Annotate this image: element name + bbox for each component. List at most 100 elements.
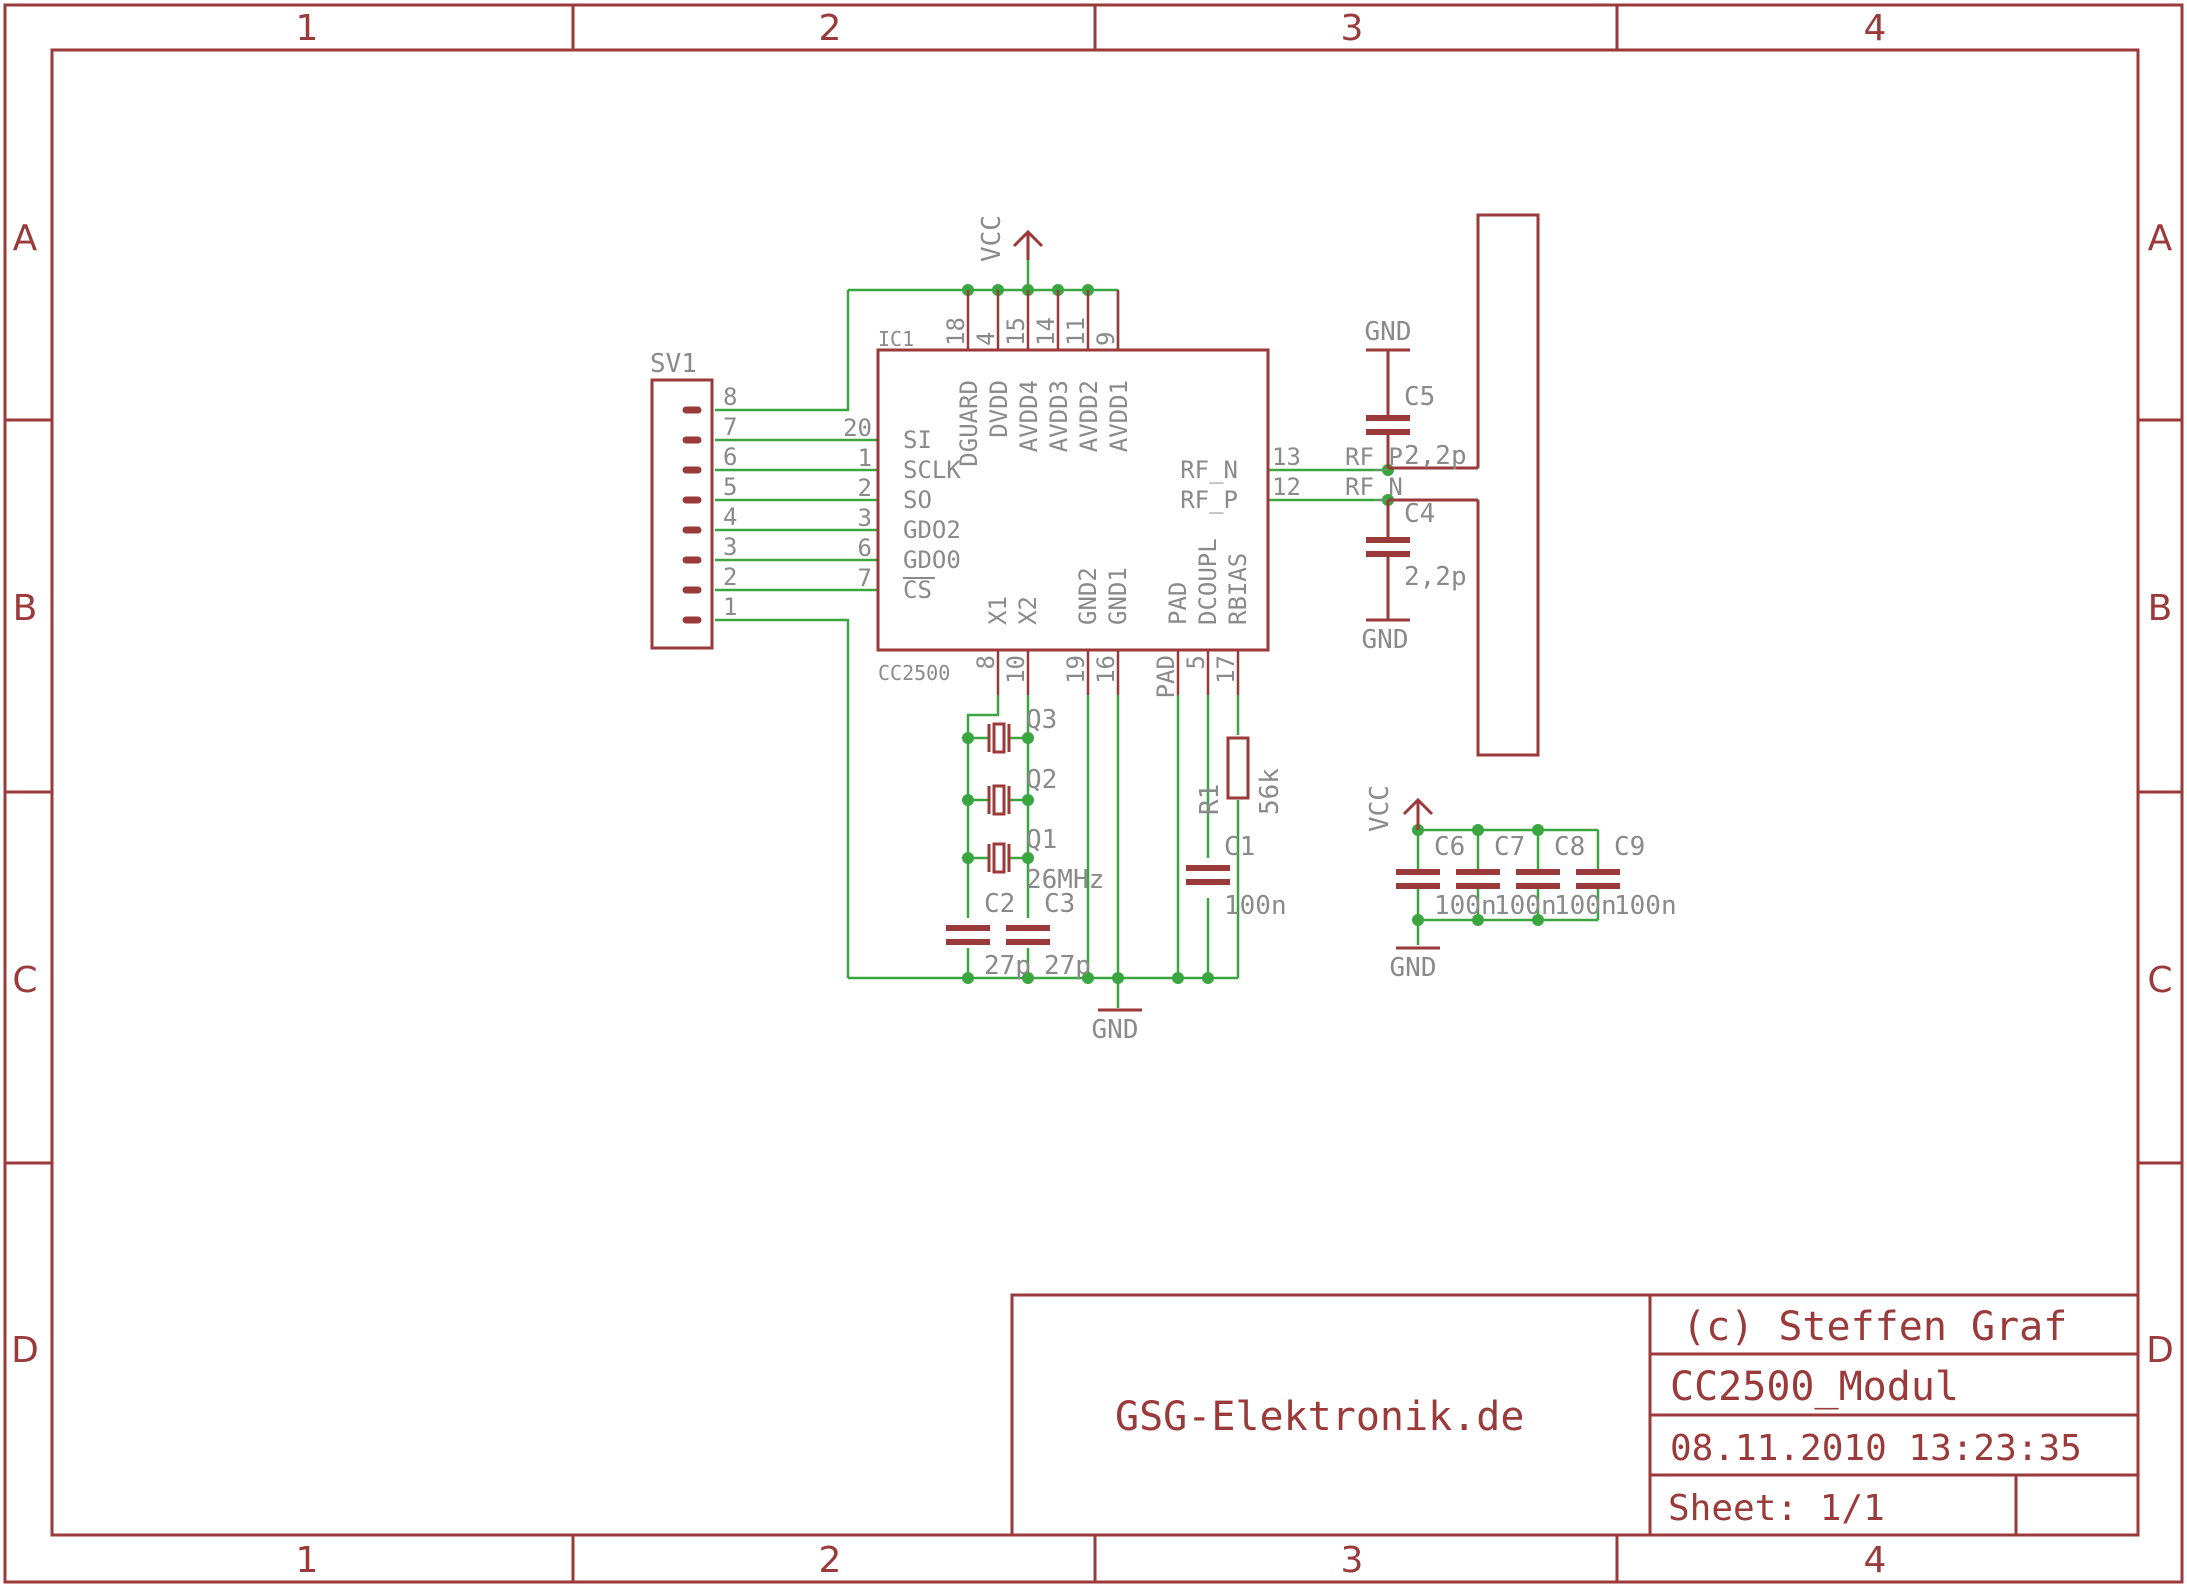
c8-ref: C8 [1554, 832, 1585, 862]
ic1-pin-name: SO [903, 486, 932, 514]
crystal-q2: Q2 [987, 765, 1057, 816]
copyright-text: (c) Steffen Graf [1682, 1304, 2067, 1350]
capacitor-c6: C6 100n [1396, 832, 1497, 921]
capacitor-c1: C1 100n [1186, 832, 1287, 921]
c9-ref: C9 [1614, 832, 1645, 862]
ic1-pin-name: AVDD1 [1105, 380, 1133, 452]
col-label-top-3: 3 [1341, 8, 1364, 49]
ic1-pin-name: AVDD2 [1075, 380, 1103, 452]
sv1-pin-num: 6 [723, 443, 737, 471]
capacitor-c2: C2 27p [946, 889, 1031, 981]
capacitor-c8: C8 100n [1516, 832, 1617, 921]
capacitor-c5: C5 2,2p [1366, 350, 1467, 471]
sv1-ref: SV1 [650, 349, 697, 379]
ic1-pin-num: 3 [858, 504, 872, 532]
c1-ref: C1 [1224, 832, 1255, 862]
ic1-pin-num: 7 [858, 564, 872, 592]
c2-ref: C2 [984, 889, 1015, 919]
ic1-pin-name: X1 [984, 596, 1012, 625]
gnd-label-main: GND [1092, 1015, 1139, 1045]
vcc-symbol-decoupling: VCC [1365, 785, 1434, 832]
r1-ref: R1 [1195, 784, 1225, 815]
project-title: CC2500_Modul [1670, 1364, 1959, 1410]
q1-ref: Q1 [1026, 825, 1057, 855]
gnd-label-c4: GND [1362, 625, 1409, 655]
sv1-pin-num: 5 [723, 473, 737, 501]
col-label-bottom-4: 4 [1864, 1540, 1887, 1581]
ic1-pin-num: 9 [1092, 332, 1120, 346]
c7-value: 100n [1494, 891, 1557, 921]
vcc-symbol-ic: VCC [977, 215, 1044, 262]
gnd-symbol-decoupling: GND [1390, 946, 1440, 983]
c9-value: 100n [1614, 891, 1677, 921]
ic1-pin-name: DGUARD [955, 380, 983, 467]
title-block: GSG-Elektronik.de (c) Steffen Graf CC250… [1010, 1293, 2140, 1537]
c6-ref: C6 [1434, 832, 1465, 862]
row-label-left-b: B [13, 588, 38, 629]
capacitor-c9: C9 100n [1576, 832, 1677, 921]
row-label-right-c: C [2147, 960, 2172, 1001]
date-time: 08.11.2010 13:23:35 [1670, 1428, 2082, 1469]
ic1-pin-name: GDO0 [903, 546, 961, 574]
row-label-left-c: C [12, 960, 37, 1001]
ic1-pin-num: 4 [972, 332, 1000, 346]
ic1-pin-name: RF_N [1180, 456, 1238, 484]
ic1-pin-num: 5 [1182, 655, 1210, 669]
ic1-pin-name: RF_P [1180, 486, 1238, 514]
sv1-pin-num: 7 [723, 413, 737, 441]
col-label-top-1: 1 [296, 8, 319, 49]
q2-ref: Q2 [1026, 765, 1057, 795]
sheet-number: Sheet: 1/1 [1668, 1488, 1885, 1529]
ic1-pin-num: 17 [1212, 655, 1240, 684]
antenna [1388, 213, 1540, 757]
junctions [962, 284, 1544, 984]
ic1-pin-name: SCLK [903, 456, 961, 484]
ic1-pin-name: DVDD [985, 380, 1013, 438]
ic1-pin-name: DCOUPL [1194, 538, 1222, 625]
ic1-pin-num: 8 [972, 655, 1000, 669]
ic1-pin-num: 19 [1062, 655, 1090, 684]
ic1-pin-name: GND2 [1074, 567, 1102, 625]
row-label-right-a: A [2148, 218, 2173, 259]
crystal-q1: Q1 26MHz [987, 825, 1104, 895]
col-label-top-2: 2 [819, 8, 842, 49]
ic1-cc2500: IC1 CC2500 18 4 15 14 11 9 DGUARD DVDD A… [843, 290, 1301, 698]
rf-n-net-label: RF_N [1345, 473, 1403, 501]
vcc-label-ic: VCC [977, 215, 1007, 262]
ic1-pin-num: 13 [1272, 443, 1301, 471]
c5-value: 2,2p [1404, 441, 1467, 471]
c7-ref: C7 [1494, 832, 1525, 862]
c4-ref: C4 [1404, 499, 1435, 529]
ic1-pin-name: CS [903, 576, 932, 604]
col-label-bottom-3: 3 [1341, 1540, 1364, 1581]
sv1-pin-num: 3 [723, 533, 737, 561]
vcc-label-decoupling: VCC [1365, 785, 1395, 832]
q3-ref: Q3 [1026, 705, 1057, 735]
ic1-body [876, 348, 1270, 652]
ic1-pin-name: GND1 [1104, 567, 1132, 625]
capacitor-c7: C7 100n [1456, 832, 1557, 921]
ic1-pin-num: 18 [942, 317, 970, 346]
capacitor-c4: C4 2,2p [1366, 499, 1467, 620]
ic1-pin-name: X2 [1014, 596, 1042, 625]
c5-ref: C5 [1404, 382, 1435, 412]
ic1-pin-num: 16 [1092, 655, 1120, 684]
ic1-pin-name: PAD [1164, 582, 1192, 625]
capacitor-c3: C3 27p [1006, 889, 1091, 981]
sv1-pin-num: 2 [723, 563, 737, 591]
ic1-pin-name: AVDD3 [1045, 380, 1073, 452]
ic1-value: CC2500 [878, 661, 950, 685]
gnd-label-decoupling: GND [1390, 953, 1437, 983]
sv1-header: SV1 8 7 6 5 4 3 2 1 [650, 349, 737, 650]
ic1-pin-name: RBIAS [1224, 553, 1252, 625]
resistor-r1: R1 56k [1195, 736, 1285, 815]
gnd-symbol-c5: GND [1365, 317, 1412, 352]
ic1-pin-num: 1 [858, 444, 872, 472]
ic1-pin-num: 11 [1062, 317, 1090, 346]
ic1-pin-num: 10 [1002, 655, 1030, 684]
ic1-pin-name: SI [903, 426, 932, 454]
q1-value: 26MHz [1026, 865, 1104, 895]
gnd-label-c5: GND [1365, 317, 1412, 347]
company-name: GSG-Elektronik.de [1115, 1394, 1524, 1440]
